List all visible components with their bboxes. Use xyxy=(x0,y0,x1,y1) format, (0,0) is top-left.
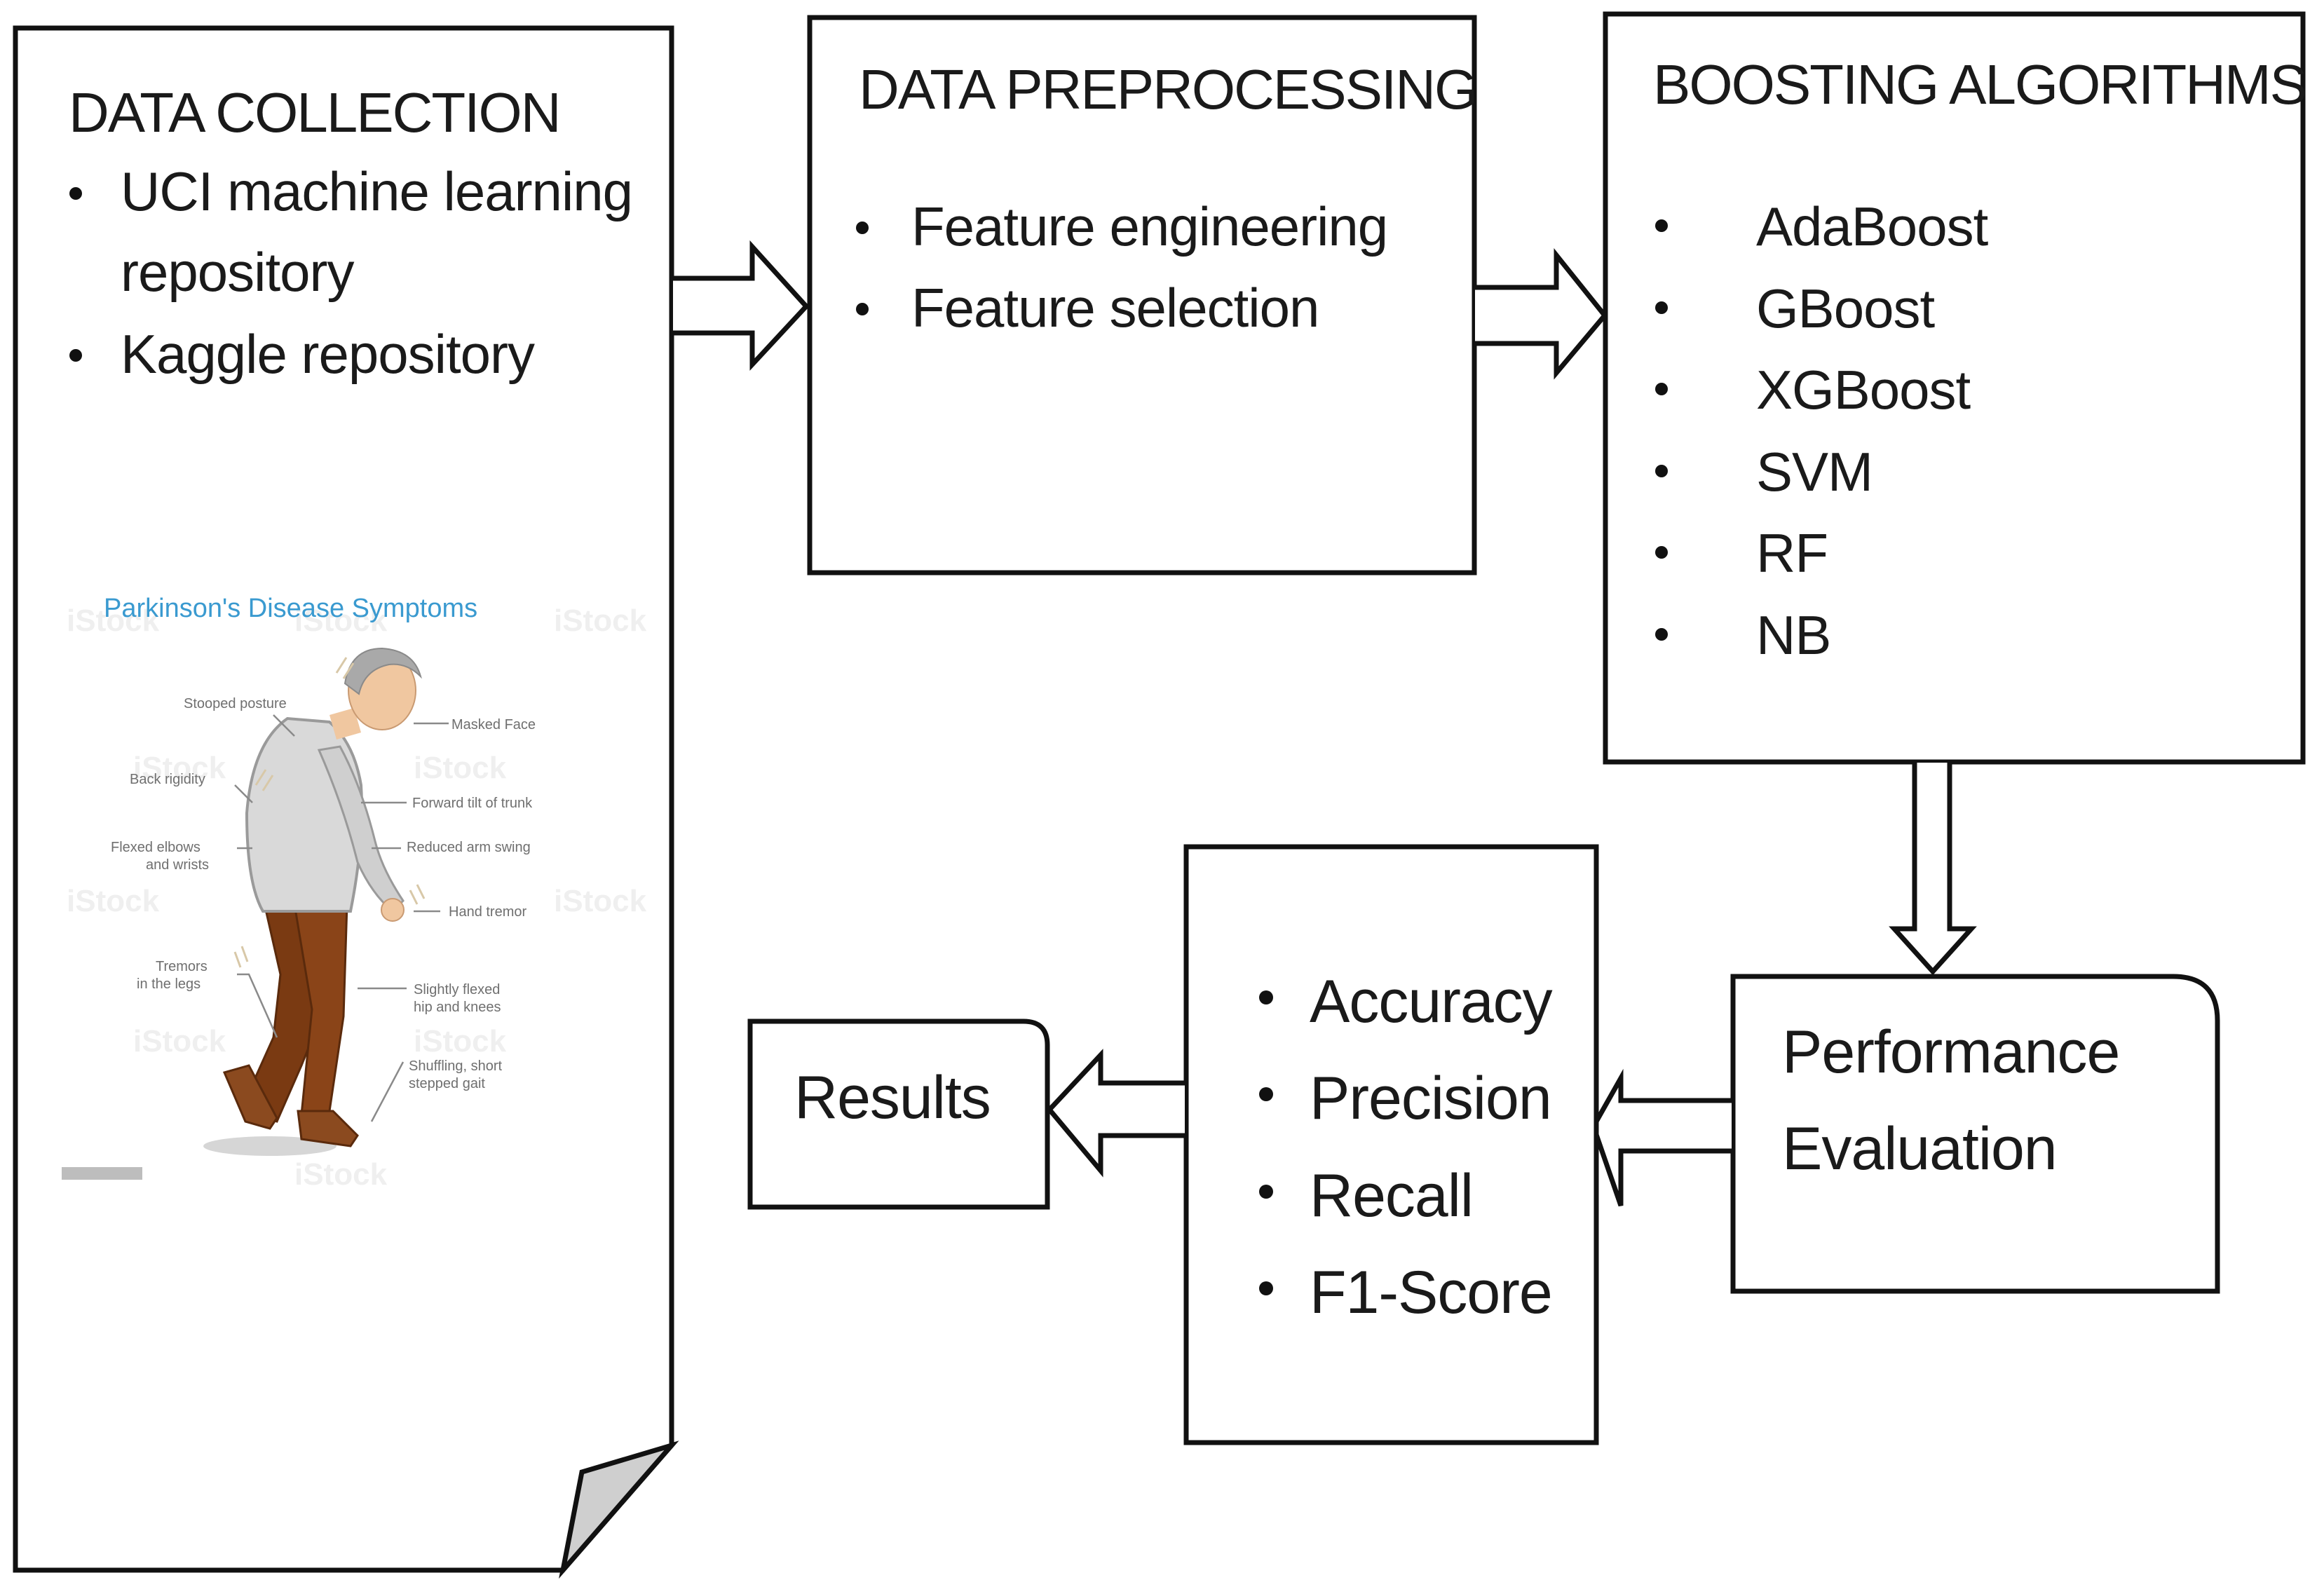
bullet-icon xyxy=(69,349,82,362)
stock-id-badge xyxy=(62,1167,142,1180)
watermark: iStock xyxy=(554,604,647,638)
results-block: Results xyxy=(747,1019,1050,1210)
metrics-block: Accuracy Precision Recall F1-Score xyxy=(1183,844,1599,1445)
list-item-algorithm: SVM xyxy=(1756,441,1873,503)
list-item-algorithm: AdaBoost xyxy=(1756,196,1989,257)
arrow-left-icon xyxy=(1046,1049,1185,1178)
list-item-algorithm: XGBoost xyxy=(1756,359,1971,421)
symptom-label: Flexed elbows xyxy=(111,840,201,855)
symptom-label: Back rigidity xyxy=(130,772,205,787)
leader-line xyxy=(370,1061,405,1122)
bullet-icon xyxy=(1259,990,1273,1004)
performance-label-line1: Performance xyxy=(1782,1019,2119,1086)
symptom-label: hip and knees xyxy=(414,1000,501,1015)
watermark: iStock xyxy=(414,1024,507,1058)
page-fold-icon xyxy=(559,1440,679,1579)
list-item-algorithm: GBoost xyxy=(1756,278,1935,339)
bullet-icon xyxy=(856,222,869,234)
boosting-algorithms-block: BOOSTING ALGORITHMS AdaBoost GBoost XGBo… xyxy=(1603,11,2307,765)
arrow-down-icon xyxy=(1889,763,1977,976)
bullet-icon xyxy=(1655,301,1668,314)
list-item-algorithm: RF xyxy=(1756,522,1828,584)
watermark: iStock xyxy=(294,1157,388,1192)
watermark: iStock xyxy=(133,1024,226,1058)
parkinsons-illustration: iStock iStock iStock iStock iStock iStoc… xyxy=(62,594,647,1192)
watermark: iStock xyxy=(414,751,507,785)
symptom-label: Shuffling, short xyxy=(409,1058,502,1074)
bullet-icon xyxy=(1655,219,1668,232)
list-item-feature-engineering: Feature engineering xyxy=(911,196,1387,257)
list-item-feature-selection: Feature selection xyxy=(911,277,1319,339)
watermark: iStock xyxy=(554,884,647,918)
symptom-label: Stooped posture xyxy=(184,696,287,711)
symptom-label: Forward tilt of trunk xyxy=(412,796,533,811)
list-item-metric: Recall xyxy=(1310,1162,1473,1229)
symptom-label: Tremors xyxy=(156,959,208,974)
list-item-kaggle: Kaggle repository xyxy=(121,323,535,385)
bullet-icon xyxy=(1655,546,1668,559)
list-item-uci-line1: UCI machine learning xyxy=(121,161,632,222)
watermark: iStock xyxy=(294,604,388,638)
performance-label-line2: Evaluation xyxy=(1782,1115,2057,1183)
watermark: iStock xyxy=(67,884,160,918)
symptom-label: in the legs xyxy=(137,976,201,992)
arrow-right-icon xyxy=(673,240,810,371)
bullet-icon xyxy=(69,187,82,200)
symptom-label: Masked Face xyxy=(451,717,536,733)
bullet-icon xyxy=(1655,465,1668,477)
bullet-icon xyxy=(1259,1087,1273,1101)
symptom-label: stepped gait xyxy=(409,1076,485,1091)
list-item-algorithm: NB xyxy=(1756,604,1830,666)
watermark: iStock xyxy=(67,604,160,638)
elderly-man-figure xyxy=(203,647,426,1156)
bullet-icon xyxy=(1655,628,1668,641)
preprocessing-box xyxy=(807,15,1477,575)
leader-line xyxy=(237,973,278,1038)
symptom-label: Reduced arm swing xyxy=(407,840,531,855)
watermark: iStock xyxy=(133,751,226,785)
arrow-right-icon xyxy=(1475,248,1608,380)
list-item-metric: F1-Score xyxy=(1310,1259,1552,1326)
boosting-algorithms-title: BOOSTING ALGORITHMS xyxy=(1653,53,2306,116)
list-item-metric: Precision xyxy=(1310,1065,1551,1132)
results-box xyxy=(747,1019,1050,1210)
bullet-icon xyxy=(1259,1281,1273,1295)
list-item-metric: Accuracy xyxy=(1310,968,1553,1035)
metrics-box xyxy=(1183,844,1599,1445)
bullet-icon xyxy=(856,303,869,315)
results-label: Results xyxy=(794,1064,991,1131)
data-collection-title: DATA COLLECTION xyxy=(69,81,560,144)
data-collection-block: DATA COLLECTION UCI machine learning rep… xyxy=(13,25,679,1579)
bullet-icon xyxy=(1259,1185,1273,1199)
symptom-label: Slightly flexed xyxy=(414,982,500,997)
symptom-label: Hand tremor xyxy=(449,904,526,920)
performance-box xyxy=(1730,974,2220,1294)
boosting-box xyxy=(1603,11,2306,765)
data-preprocessing-block: DATA PREPROCESSING Feature engineering F… xyxy=(807,15,1478,575)
arrow-left-icon xyxy=(1591,1068,1732,1207)
bullet-icon xyxy=(1655,383,1668,395)
list-item-uci-line2: repository xyxy=(121,241,354,303)
illustration-title: Parkinson's Disease Symptoms xyxy=(104,594,477,623)
performance-evaluation-block: Performance Evaluation xyxy=(1730,974,2220,1294)
leader-line xyxy=(234,784,253,803)
symptom-label: and wrists xyxy=(146,857,209,873)
data-preprocessing-title: DATA PREPROCESSING xyxy=(859,58,1476,121)
leader-line xyxy=(273,714,295,737)
